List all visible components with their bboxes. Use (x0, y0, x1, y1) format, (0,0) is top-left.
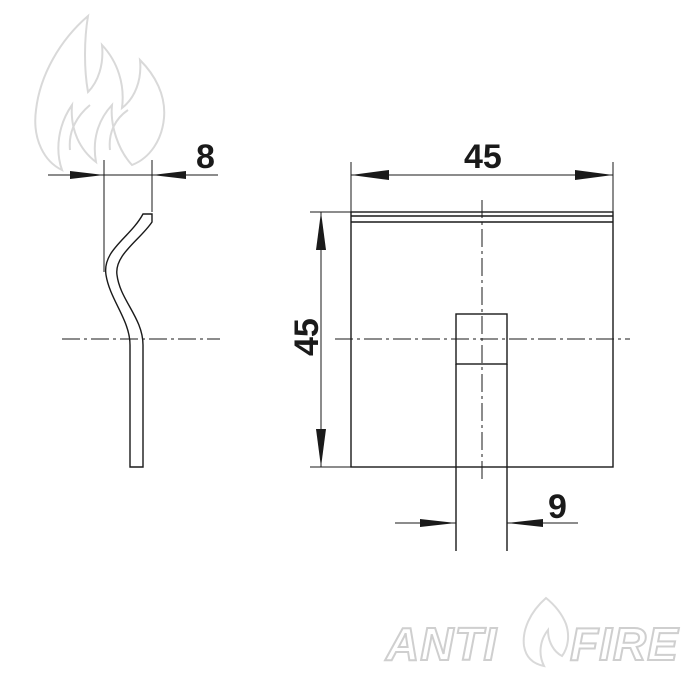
dimension-arrow-right (70, 171, 104, 179)
brand-logo: ANTI FIRE (384, 596, 679, 671)
front-view (310, 162, 630, 551)
dimension-label-height: 45 (288, 318, 326, 356)
slot-arrow-right (507, 519, 543, 527)
dimension-label-thickness: 8 (196, 138, 215, 176)
dimension-label-slot: 9 (548, 488, 567, 526)
width-arrow-right (575, 170, 613, 180)
flame-watermark-icon (34, 13, 166, 172)
brand-flame-icon (522, 596, 570, 668)
dimension-arrow-left (152, 171, 186, 179)
width-arrow-left (351, 170, 389, 180)
side-profile-view (48, 160, 220, 468)
height-arrow-bottom (316, 429, 326, 467)
height-arrow-top (316, 212, 326, 250)
brand-word-right: FIRE (570, 618, 679, 670)
brand-word-left: ANTI (385, 618, 498, 670)
dimension-label-width: 45 (464, 138, 502, 176)
slot-arrow-left (420, 519, 456, 527)
clip-profile-outline (105, 213, 153, 468)
